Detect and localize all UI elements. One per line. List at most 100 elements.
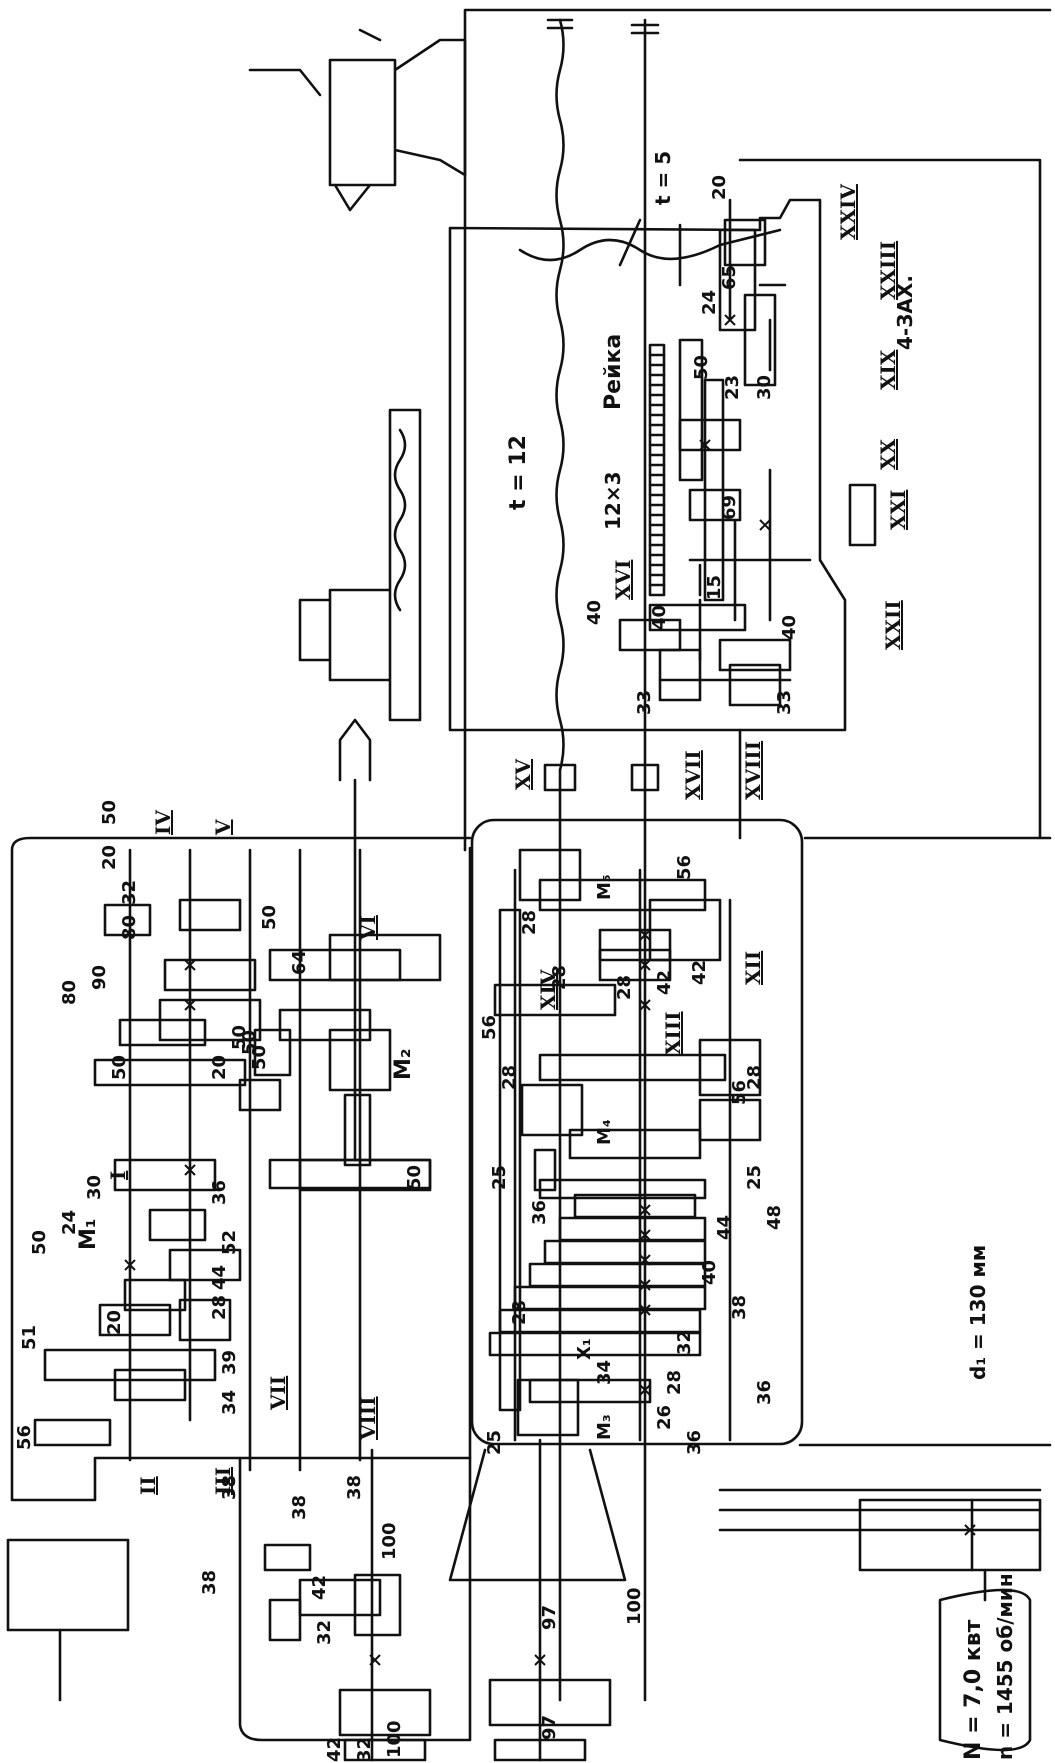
gear-label: 28 (519, 910, 540, 935)
gear-label: 30 (84, 1175, 105, 1200)
shaft-label-vi: VI (356, 915, 380, 941)
shaft-label-xviii: XVIII (741, 741, 765, 800)
bed-frame-right (463, 8, 1052, 1447)
gear-label: 20 (709, 175, 730, 200)
gear-label: 50 (109, 1055, 130, 1080)
gear-label: 52 (219, 1230, 240, 1255)
gear-label: 50 (239, 1030, 260, 1055)
clutch-m5-box (518, 848, 582, 902)
gear-label: 26 (654, 1405, 675, 1430)
gear-label: 64 (289, 950, 310, 975)
shaft-label-xix: XIX (876, 349, 900, 390)
shaft-label-xxiv: XXIV (836, 184, 860, 240)
clutch-m3-label: M₃ (594, 1414, 615, 1440)
gear-label: 28 (499, 1065, 520, 1090)
gear-label: 38 (199, 1570, 220, 1595)
gear-label: 30 (754, 375, 775, 400)
gear-label: 38 (219, 1475, 240, 1500)
gear-label: 50 (691, 355, 712, 380)
lead-screw (555, 18, 565, 772)
four-start-label: 4-ЗАХ. (893, 275, 917, 350)
gear-label: 90 (89, 965, 110, 990)
clutch-m4-box (520, 1083, 584, 1137)
clutch-m3-box (516, 1378, 580, 1437)
shaft-label-v: V (211, 819, 235, 836)
shaft-label-vii: VII (266, 1376, 290, 1411)
pulley-diameter-label: d₁ = 130 мм (966, 1245, 990, 1380)
tailstock (328, 38, 467, 212)
gear-label: 20 (209, 1055, 230, 1080)
gear-label: 50 (29, 1230, 50, 1255)
gear-label: 50 (229, 1025, 250, 1050)
gear-label: 48 (764, 1205, 785, 1230)
shaft-label-xxiii: XXIII (876, 241, 900, 300)
drive-housing (238, 1456, 472, 1742)
shaft-label-viii: VIII (356, 1396, 380, 1441)
gear-label: 40 (584, 600, 605, 625)
motor-body (858, 1498, 1042, 1572)
gear-label: 65 (719, 265, 740, 290)
gear-label: 56 (479, 1015, 500, 1040)
gear-label: 24 (699, 290, 720, 315)
gear-label: 15 (704, 575, 725, 600)
gear-label: 97 (539, 1715, 560, 1740)
shaft-label-i: I (106, 1171, 130, 1180)
clutch-m1-label: M₁ (76, 1218, 101, 1250)
motor-speed-label: n = 1455 об/мин (993, 1573, 1017, 1760)
gear-label: 32 (314, 1620, 335, 1645)
shaft-label-xiv: XIV (536, 969, 560, 1010)
gear-label: 38 (344, 1475, 365, 1500)
gear-label: 33 (774, 690, 795, 715)
gear-label: 50 (99, 800, 120, 825)
gear-label: 40 (649, 605, 670, 630)
gear-label: 44 (714, 1215, 735, 1240)
gear-label: 28 (744, 1065, 765, 1090)
gear-label: 20 (99, 845, 120, 870)
shaft-label-xvi: XVI (611, 560, 635, 600)
gear-label: 24 (59, 1210, 80, 1235)
shaft-label-xx: XX (876, 438, 900, 470)
shaft-label-xxi: XXI (886, 490, 910, 530)
gear-label: 34 (219, 1390, 240, 1415)
shaft-label-ii: II (136, 1476, 160, 1495)
shaft-label-iii: III (211, 1467, 235, 1495)
gear-label: 32 (119, 880, 140, 905)
gear-label: 51 (19, 1325, 40, 1350)
gear-label: 34 (594, 1360, 615, 1385)
gear-label: 42 (309, 1575, 330, 1600)
gear-label: 36 (754, 1380, 775, 1405)
clutch-k1-label: Х₁ (574, 1338, 595, 1360)
gear-label: 56 (729, 1080, 750, 1105)
gear-label: 40 (779, 615, 800, 640)
gear-label: 80 (119, 915, 140, 940)
gear-label: 25 (489, 1165, 510, 1190)
shaft-label-xvii: XVII (681, 750, 705, 800)
gear-label: 36 (209, 1180, 230, 1205)
gear-label: 28 (664, 1370, 685, 1395)
gear-label: 28 (509, 1300, 530, 1325)
cross-screw-pitch-label: t = 5 (651, 151, 675, 205)
gear-label: 25 (484, 1430, 505, 1455)
gear-label: 32 (674, 1330, 695, 1355)
gear-label: 80 (59, 980, 80, 1005)
gear-label: 33 (634, 690, 655, 715)
clutch-m5-label: M₅ (594, 874, 615, 900)
gear-label: 40 (699, 1260, 720, 1285)
shaft-label-xxii: XXII (881, 600, 905, 650)
gear-label: 23 (722, 375, 743, 400)
gear-label: 42 (689, 960, 710, 985)
headstock-housing (10, 836, 472, 1502)
gear-label: 44 (209, 1265, 230, 1290)
gear-label: 100 (379, 1522, 400, 1560)
feed-box-shaft-xiii (498, 908, 522, 1412)
gear-label: 42 (654, 970, 675, 995)
shaft-label-xii: XII (741, 951, 765, 985)
gear-label: 36 (529, 1200, 550, 1225)
feed-box-housing (470, 818, 804, 1446)
rack-label: Рейка (601, 334, 626, 410)
gear-label: 38 (729, 1295, 750, 1320)
gear-label: 28 (614, 975, 635, 1000)
gear-label: 97 (539, 1605, 560, 1630)
gear-label: 69 (719, 495, 740, 520)
